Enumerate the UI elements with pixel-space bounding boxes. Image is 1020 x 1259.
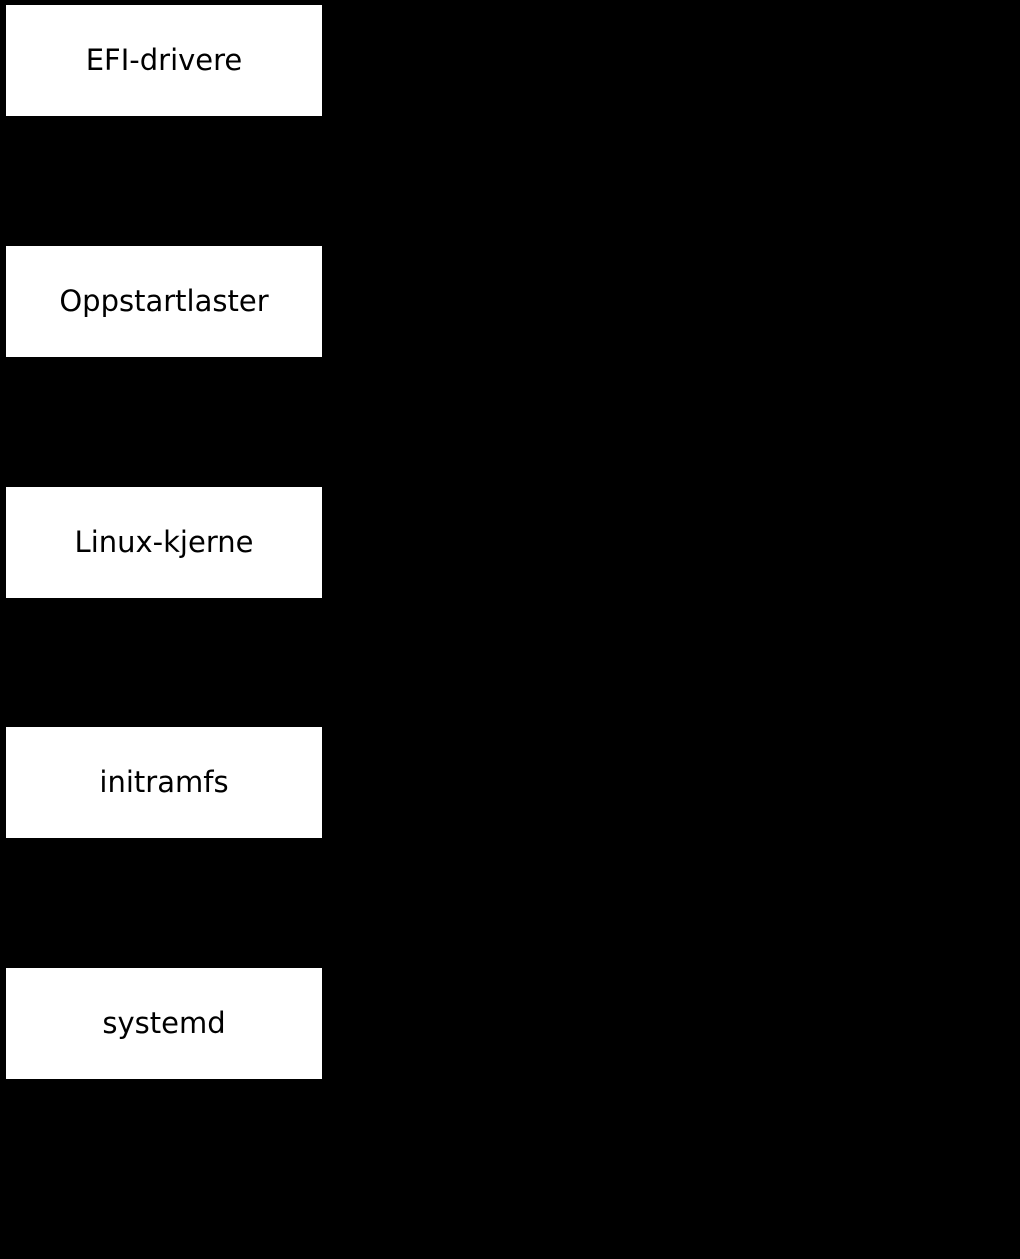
stage-label: EFI-drivere: [85, 42, 243, 77]
stage-box[interactable]: Oppstartlaster: [6, 246, 322, 357]
stage-box[interactable]: initramfs: [6, 727, 322, 838]
stage-label: systemd: [102, 1005, 226, 1040]
stage-box[interactable]: Linux-kjerne: [6, 487, 322, 598]
stage-label: Linux-kjerne: [74, 524, 254, 559]
stage-label: Oppstartlaster: [59, 283, 269, 318]
stage-box[interactable]: systemd: [6, 968, 322, 1079]
stage-box[interactable]: EFI-drivere: [6, 5, 322, 116]
stage-label: initramfs: [99, 764, 229, 799]
